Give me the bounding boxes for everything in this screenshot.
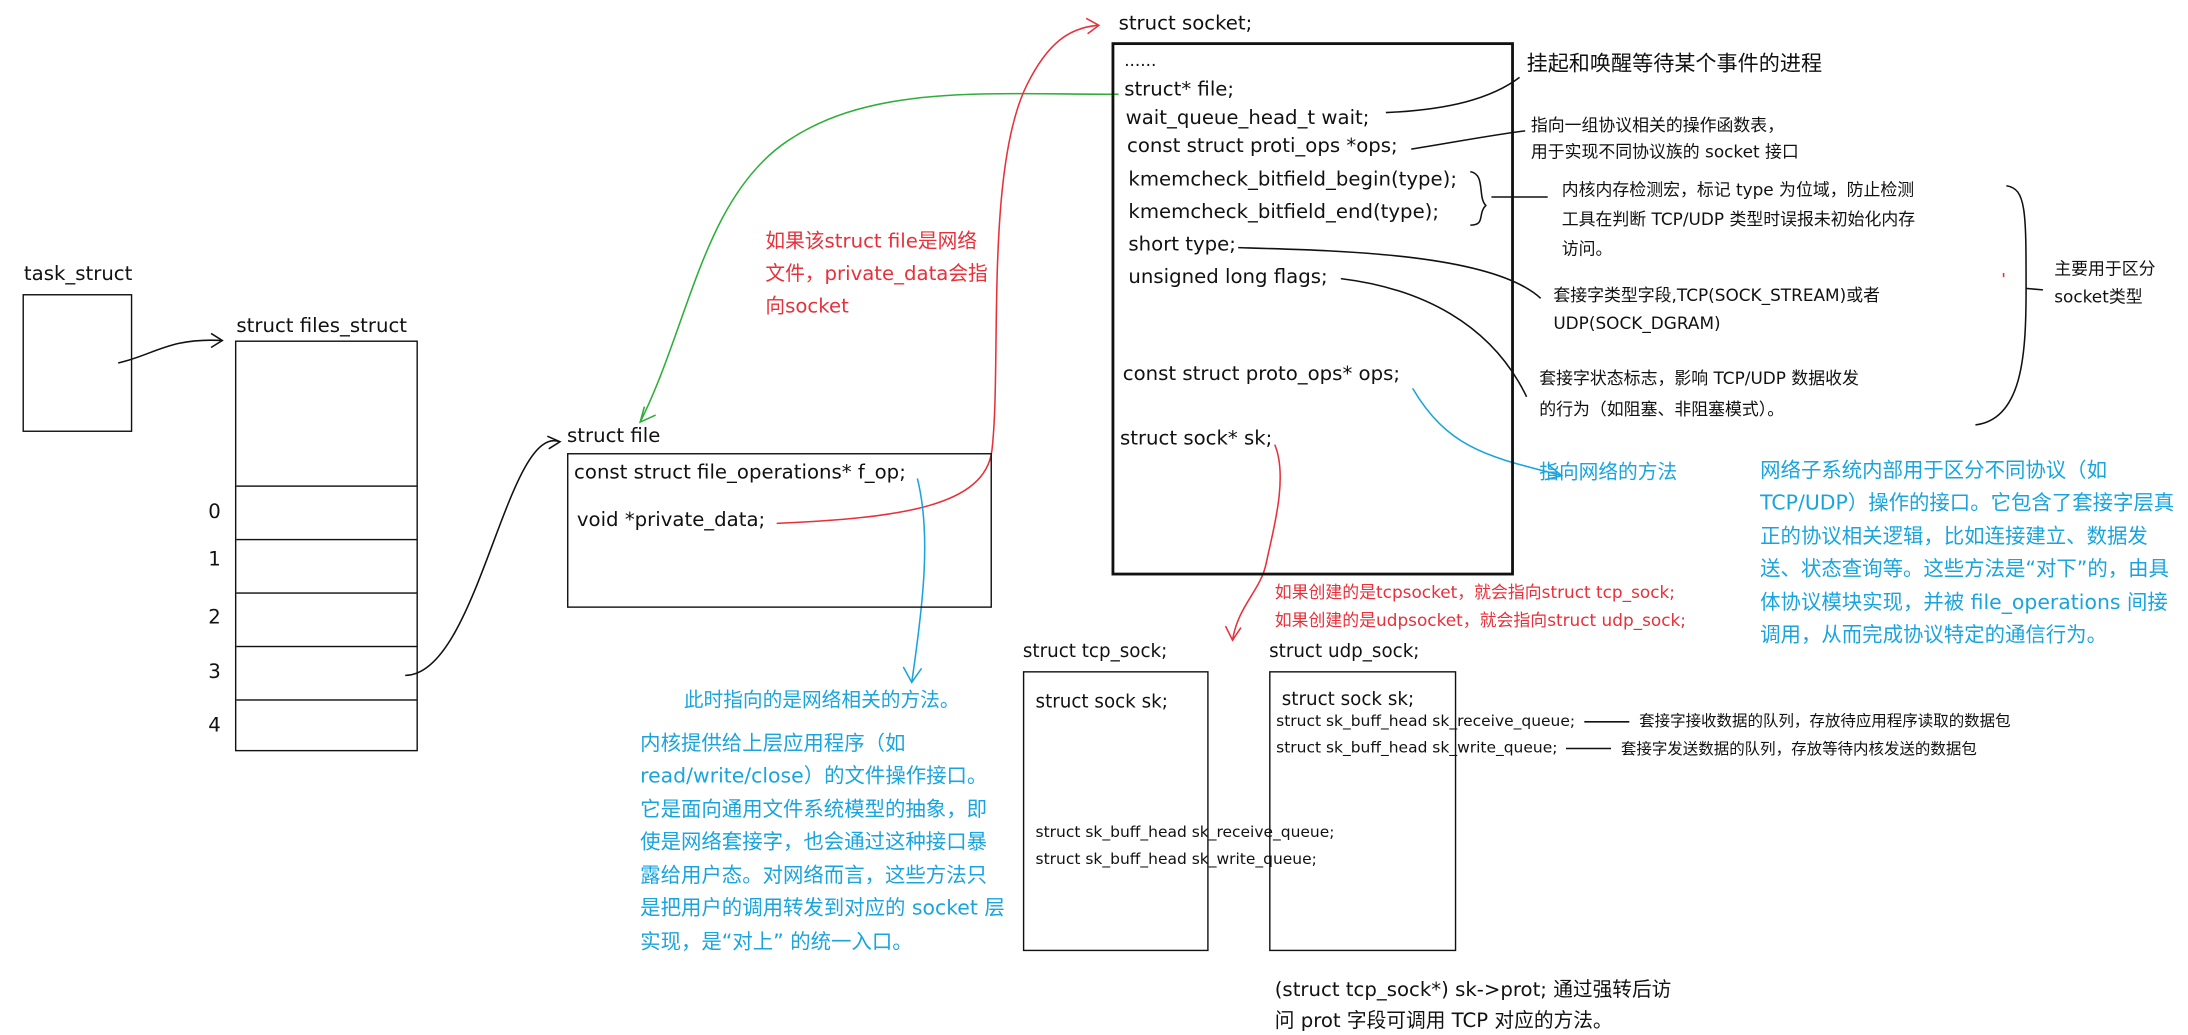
- note-ops-line-2: 用于实现不同协议族的 socket 接口: [1530, 142, 1799, 162]
- note-kmem-line-1: 内核内存检测宏，标记 type 为位域，防止检测: [1561, 180, 1915, 200]
- socket-field-sk: struct sock* sk;: [1119, 427, 1273, 451]
- socket-file-arrowhead: [639, 406, 656, 424]
- sk-to-sock-arrow: [1231, 444, 1281, 641]
- file-struct-title: struct file: [567, 424, 661, 448]
- note-distinguish-line-2: socket类型: [2054, 287, 2143, 307]
- file-field-private-data: void *private_data;: [576, 509, 766, 532]
- fd-index-4: 4: [208, 714, 221, 738]
- fd-row-divider: [236, 592, 417, 594]
- file-field-f-op: const struct file_operations* f_op;: [574, 461, 906, 485]
- tcp-sock-field-receive-queue: struct sk_buff_head sk_receive_queue;: [1035, 823, 1335, 842]
- type-note-line: [1238, 246, 1542, 299]
- socket-struct-box: [1111, 42, 1514, 576]
- wait-note-line: [1385, 76, 1521, 114]
- udp-sock-field-receive-queue: struct sk_buff_head sk_receive_queue;: [1276, 711, 1576, 731]
- note-type-line-1: 套接字类型字段,TCP(SOCK_STREAM)或者: [1553, 285, 1880, 306]
- file-struct-box: [567, 453, 992, 608]
- fd-index-0: 0: [208, 500, 221, 524]
- kmem-brace: [1470, 170, 1487, 226]
- tcp-sock-title: struct tcp_sock;: [1022, 641, 1168, 663]
- note-distinguish-line-1: 主要用于区分: [2054, 258, 2156, 279]
- ops-note-line: [1411, 130, 1526, 150]
- socket-field-kmem-end: kmemcheck_bitfield_end(type);: [1128, 201, 1440, 224]
- note-kmem-line-3: 访问。: [1561, 239, 1613, 259]
- private-data-to-socket-arrow: [776, 24, 1098, 525]
- fd-row-divider: [236, 699, 417, 701]
- fop-to-note-arrow: [910, 478, 926, 683]
- task-struct-box: [22, 294, 133, 432]
- note-receive-queue: 套接字接收数据的队列，存放待应用程序读取的数据包: [1639, 711, 2011, 731]
- note-network-ops-label: 指向网络的方法: [1539, 461, 1678, 485]
- socket-field-kmem-begin: kmemcheck_bitfield_begin(type);: [1128, 168, 1457, 192]
- socket-field-flags: unsigned long flags;: [1128, 265, 1328, 289]
- udp-sock-field-sk: struct sock sk;: [1281, 689, 1415, 711]
- udp-sock-field-write-queue: struct sk_buff_head sk_write_queue;: [1276, 738, 1558, 757]
- tcp-sock-box: [1022, 671, 1209, 952]
- note-prot-line-2: 问 prot 字段可调用 TCP 对应的方法。: [1274, 1010, 1613, 1033]
- task-to-files-arrowhead: [210, 332, 224, 349]
- note-network-ops-desc: 网络子系统内部用于区分不同协议（如TCP/UDP）操作的接口。它包含了套接字层真…: [1760, 460, 2175, 648]
- note-private-line-3: 向socket: [765, 295, 849, 318]
- distinguish-brace: [1975, 184, 2027, 426]
- distinguish-brace-tip: [2026, 287, 2044, 291]
- files-struct-title: struct files_struct: [236, 315, 407, 338]
- udp-sock-title: struct udp_sock;: [1269, 641, 1420, 663]
- sk-arrowhead: [1224, 625, 1242, 642]
- fop-arrowhead: [902, 666, 923, 684]
- fd-index-3: 3: [208, 661, 221, 684]
- fd-row-divider: [236, 645, 417, 648]
- udp-sock-box: [1269, 671, 1457, 952]
- note-sk-line-2: 如果创建的是udpsocket，就会指向struct udp_sock;: [1274, 610, 1686, 631]
- proto-ops-to-note-arrow: [1411, 387, 1562, 477]
- fd-index-2: 2: [208, 606, 221, 629]
- fd3-to-file-arrow: [405, 440, 561, 677]
- note-sk-line-1: 如果创建的是tcpsocket，就会指向struct tcp_sock;: [1274, 582, 1675, 603]
- note-prot-line-1: (struct tcp_sock*) sk->prot; 通过强转后访: [1274, 979, 1672, 1002]
- fd-row-divider: [236, 485, 417, 487]
- private-data-arrowhead: [1085, 17, 1101, 35]
- tcp-sock-field-write-queue: struct sk_buff_head sk_write_queue;: [1035, 849, 1317, 869]
- task-struct-title: task_struct: [23, 263, 133, 286]
- note-flags-line-1: 套接字状态标志，影响 TCP/UDP 数据收发: [1539, 368, 1859, 389]
- socket-field-ellipsis: ......: [1124, 50, 1157, 71]
- socket-field-proto-ops: const struct proto_ops* ops;: [1122, 363, 1401, 386]
- note-write-queue: 套接字发送数据的队列，存放等待内核发送的数据包: [1620, 740, 1977, 759]
- socket-field-proti-ops: const struct proti_ops *ops;: [1127, 135, 1398, 158]
- fd3-to-file-arrowhead: [547, 435, 562, 450]
- socket-file-to-file-arrow: [639, 92, 1119, 423]
- note-kmem-line-2: 工具在判断 TCP/UDP 类型时误报未初始化内存: [1561, 209, 1916, 230]
- fd-row-divider: [236, 538, 417, 541]
- note-fop-label: 此时指向的是网络相关的方法。: [683, 689, 960, 712]
- note-type-line-2: UDP(SOCK_DGRAM): [1553, 313, 1721, 334]
- socket-field-type: short type;: [1128, 233, 1236, 257]
- files-struct-box: [234, 340, 418, 752]
- note-private-line-1: 如果该struct file是网络: [765, 230, 977, 254]
- socket-field-file: struct* file;: [1124, 78, 1235, 102]
- note-fop-desc: 内核提供给上层应用程序（如read/write/close）的文件操作接口。它是…: [640, 733, 1005, 954]
- proto-ops-arrowhead: [1544, 463, 1564, 481]
- note-ops-line-1: 指向一组协议相关的操作函数表，: [1530, 115, 1785, 136]
- note-private-line-2: 文件，private_data会指: [765, 263, 988, 286]
- fd-index-1: 1: [208, 548, 221, 572]
- socket-struct-title: struct socket;: [1118, 12, 1253, 36]
- note-wait: 挂起和唤醒等待某个事件的进程: [1526, 50, 1823, 76]
- task-to-files-arrow: [118, 339, 223, 364]
- note-flags-line-2: 的行为（如阻塞、非阻塞模式）。: [1539, 399, 1785, 420]
- socket-field-wait: wait_queue_head_t wait;: [1125, 106, 1370, 130]
- tcp-sock-field-sk: struct sock sk;: [1035, 692, 1168, 714]
